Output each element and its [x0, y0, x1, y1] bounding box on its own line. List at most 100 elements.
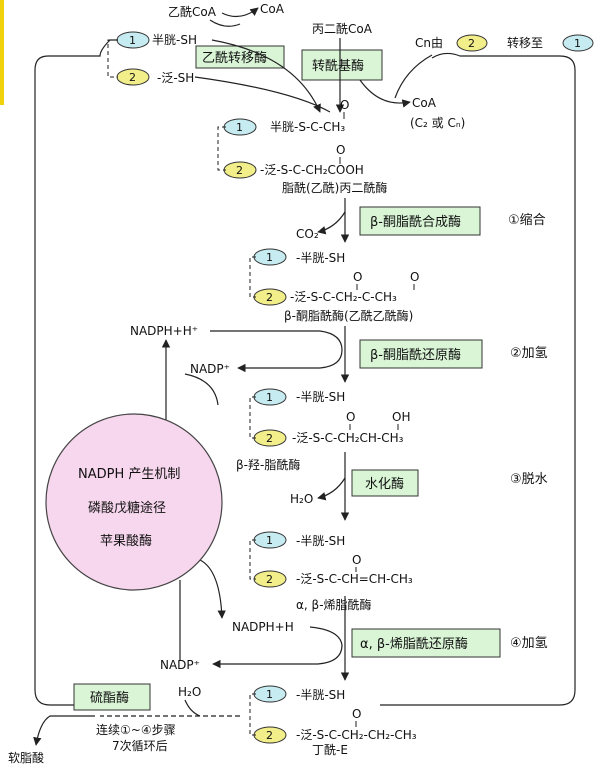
step2-line1: -半胱-SH — [296, 389, 345, 404]
hydroxyl-step2: OH — [392, 410, 410, 424]
badge-1-step4-text: 1 — [266, 688, 273, 701]
step1-line2: -泛-S-C-CH₂-C-CH₃ — [290, 290, 397, 304]
step3-name: α, β-烯脂酰酶 — [296, 597, 372, 612]
c2-or-cn: (C₂ 或 Cₙ) — [410, 116, 465, 130]
acetyl-to-enzyme-arrow — [211, 39, 321, 113]
enzyme-enoyl-reductase: α, β-烯脂酰还原酶 — [360, 636, 468, 652]
co2-label: CO₂ — [296, 227, 319, 241]
enzyme-box-hydratase — [351, 469, 419, 497]
enzyme-box-enoyl-reductase — [351, 628, 501, 658]
badge-link-top — [107, 39, 118, 78]
big-loop-right — [380, 52, 576, 706]
step4-line1: -半胱-SH — [296, 687, 345, 702]
pan-to-enzyme-curve — [194, 76, 331, 113]
malonyl-coa-label: 丙二酰CoA — [312, 22, 373, 36]
enzyme-ketoacyl-reductase: β-酮脂酰还原酶 — [370, 347, 461, 363]
carbonyl-step2: O — [346, 410, 355, 424]
step4-label: ④加氢 — [510, 636, 548, 651]
step3-line1: -半胱-SH — [296, 533, 345, 548]
step3-line2: -泛-S-C-CH=CH-CH₃ — [296, 572, 413, 586]
enzyme-box-transacylase — [301, 49, 383, 81]
transfer-to-label: 转移至 — [507, 35, 543, 50]
nadph-source-circle — [45, 413, 223, 591]
badge-2-step1-text: 2 — [266, 291, 273, 304]
product-palmitate: 软脂酸 — [8, 750, 44, 765]
coa-release-arrow — [221, 7, 259, 18]
badge-2-top-text: 2 — [129, 71, 136, 84]
coa-release-arrow-2 — [359, 79, 411, 108]
enzyme-transacylase: 转酰基酶 — [312, 58, 364, 74]
carbonyl-step3: O — [352, 553, 361, 567]
stage0-line2: -泛-S-C-CH₂COOH — [260, 163, 364, 177]
badge-1-step2-text: 1 — [266, 391, 273, 404]
nadph-consume-arrow-step4 — [212, 626, 343, 669]
badge-1-step3-text: 1 — [266, 534, 273, 547]
loop-cycles-label: 7次循环后 — [112, 739, 168, 753]
circle-line3: 苹果酸酶 — [100, 533, 152, 549]
cn-from-label: Cn由 — [415, 36, 443, 50]
badge-2-stage0-text: 2 — [236, 164, 243, 177]
carbonyl-step4: O — [352, 707, 361, 721]
badge-2-step2-text: 2 — [266, 432, 273, 445]
co2-release-arrow — [317, 211, 346, 235]
left-accent-bar — [0, 0, 4, 105]
circle-to-nadph-step4-arrow — [199, 559, 226, 619]
nadp-return-curve-step2 — [184, 373, 219, 406]
badge-link-stage0 — [217, 126, 226, 171]
nadph-consume-arrow-step2 — [210, 330, 343, 373]
carbonyl-stage0-a: O — [340, 98, 349, 112]
nadp-step4: NADP⁺ — [160, 658, 200, 672]
badge-1-top-text: 1 — [129, 34, 136, 47]
carbonyl-stage0-b: O — [336, 143, 345, 157]
circle-line1: NADPH 产生机制 — [78, 467, 180, 482]
badge-1-stage0-text: 1 — [236, 121, 243, 134]
enzyme-hydratase: 水化酶 — [365, 476, 404, 492]
enzyme-box-ketoacyl-synthase — [359, 206, 481, 236]
h2o-release-arrow — [317, 477, 346, 501]
step2-name: β-羟-脂酰酶 — [236, 457, 300, 472]
acetyl-coa-label: 乙酰CoA — [168, 5, 217, 19]
enzyme-ketoacyl-synthase: β-酮脂酰合成酶 — [370, 214, 461, 230]
cys-sh-top: 半胱-SH — [152, 32, 197, 47]
badge-link-step3 — [249, 539, 256, 580]
badge-2-top-right-text: 2 — [468, 37, 475, 50]
acetyl-input-curve — [209, 19, 241, 27]
enzyme-box-ketoacyl-reductase — [359, 339, 483, 369]
enzyme-acetyl-transferase: 乙酰转移酶 — [202, 50, 267, 66]
nadph-step2: NADPH+H⁺ — [130, 324, 198, 338]
badge-1-top-right-text: 1 — [574, 37, 581, 50]
badge-2-step4-text: 2 — [266, 729, 273, 742]
h2o-step3: H₂O — [290, 492, 313, 506]
carbonyl-step1-a: O — [353, 270, 362, 284]
badge-link-step1 — [249, 256, 256, 298]
badge-link-step4 — [249, 693, 256, 736]
pan-sh-top: -泛-SH — [157, 71, 194, 85]
coa-out-2: CoA — [412, 96, 437, 110]
badge-1-top-right — [562, 34, 594, 52]
enzyme-box-thioesterase — [73, 683, 151, 711]
nadp-step2: NADP⁺ — [190, 362, 230, 376]
nadph-step4: NADPH+H — [232, 620, 294, 634]
cn-transfer-curve — [394, 54, 433, 99]
product-arrow — [33, 715, 95, 746]
enzyme-box-acetyl-transferase — [195, 45, 285, 69]
badge-2-top-right — [456, 34, 488, 52]
step2-line2: -泛-S-C-CH₂CH-CH₃ — [292, 431, 404, 445]
step4-name: 丁酰-E — [312, 743, 348, 757]
loop-steps-label: 连续①~④步骤 — [96, 722, 176, 737]
step1-name: β-酮脂酰酶(乙酰乙酰酶) — [284, 308, 413, 323]
step2-label: ②加氢 — [510, 346, 548, 361]
carbonyl-step1-b: O — [410, 270, 419, 284]
enzyme-thioesterase: 硫酯酶 — [90, 690, 129, 706]
badge-link-step2 — [249, 396, 256, 439]
badge-1-step1-text: 1 — [266, 251, 273, 264]
step4-line2: -泛-S-C-CH₂-CH₂-CH₃ — [296, 728, 417, 742]
h2o-bottom: H₂O — [178, 685, 201, 699]
big-loop-left — [34, 39, 118, 706]
coa-out-label: CoA — [260, 2, 285, 16]
step1-label: ①缩合 — [508, 212, 546, 228]
step1-line1: -半胱-SH — [296, 250, 345, 265]
step3-label: ③脱水 — [510, 472, 548, 487]
